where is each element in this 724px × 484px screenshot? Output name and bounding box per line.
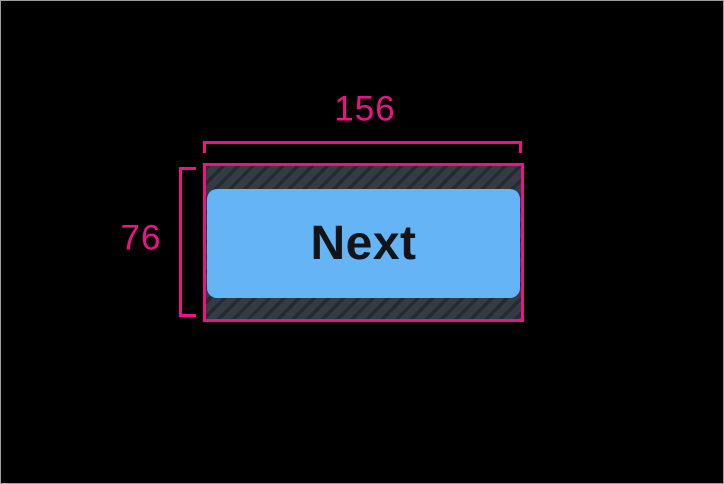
height-measurement-bracket (179, 167, 196, 317)
next-button[interactable]: Next (207, 189, 520, 298)
height-dimension-label: 76 (120, 218, 162, 258)
width-measurement-bracket (203, 141, 522, 153)
width-dimension-label: 156 (334, 89, 396, 129)
next-button-label: Next (310, 217, 417, 270)
selected-widget-outline: Next (203, 163, 524, 322)
